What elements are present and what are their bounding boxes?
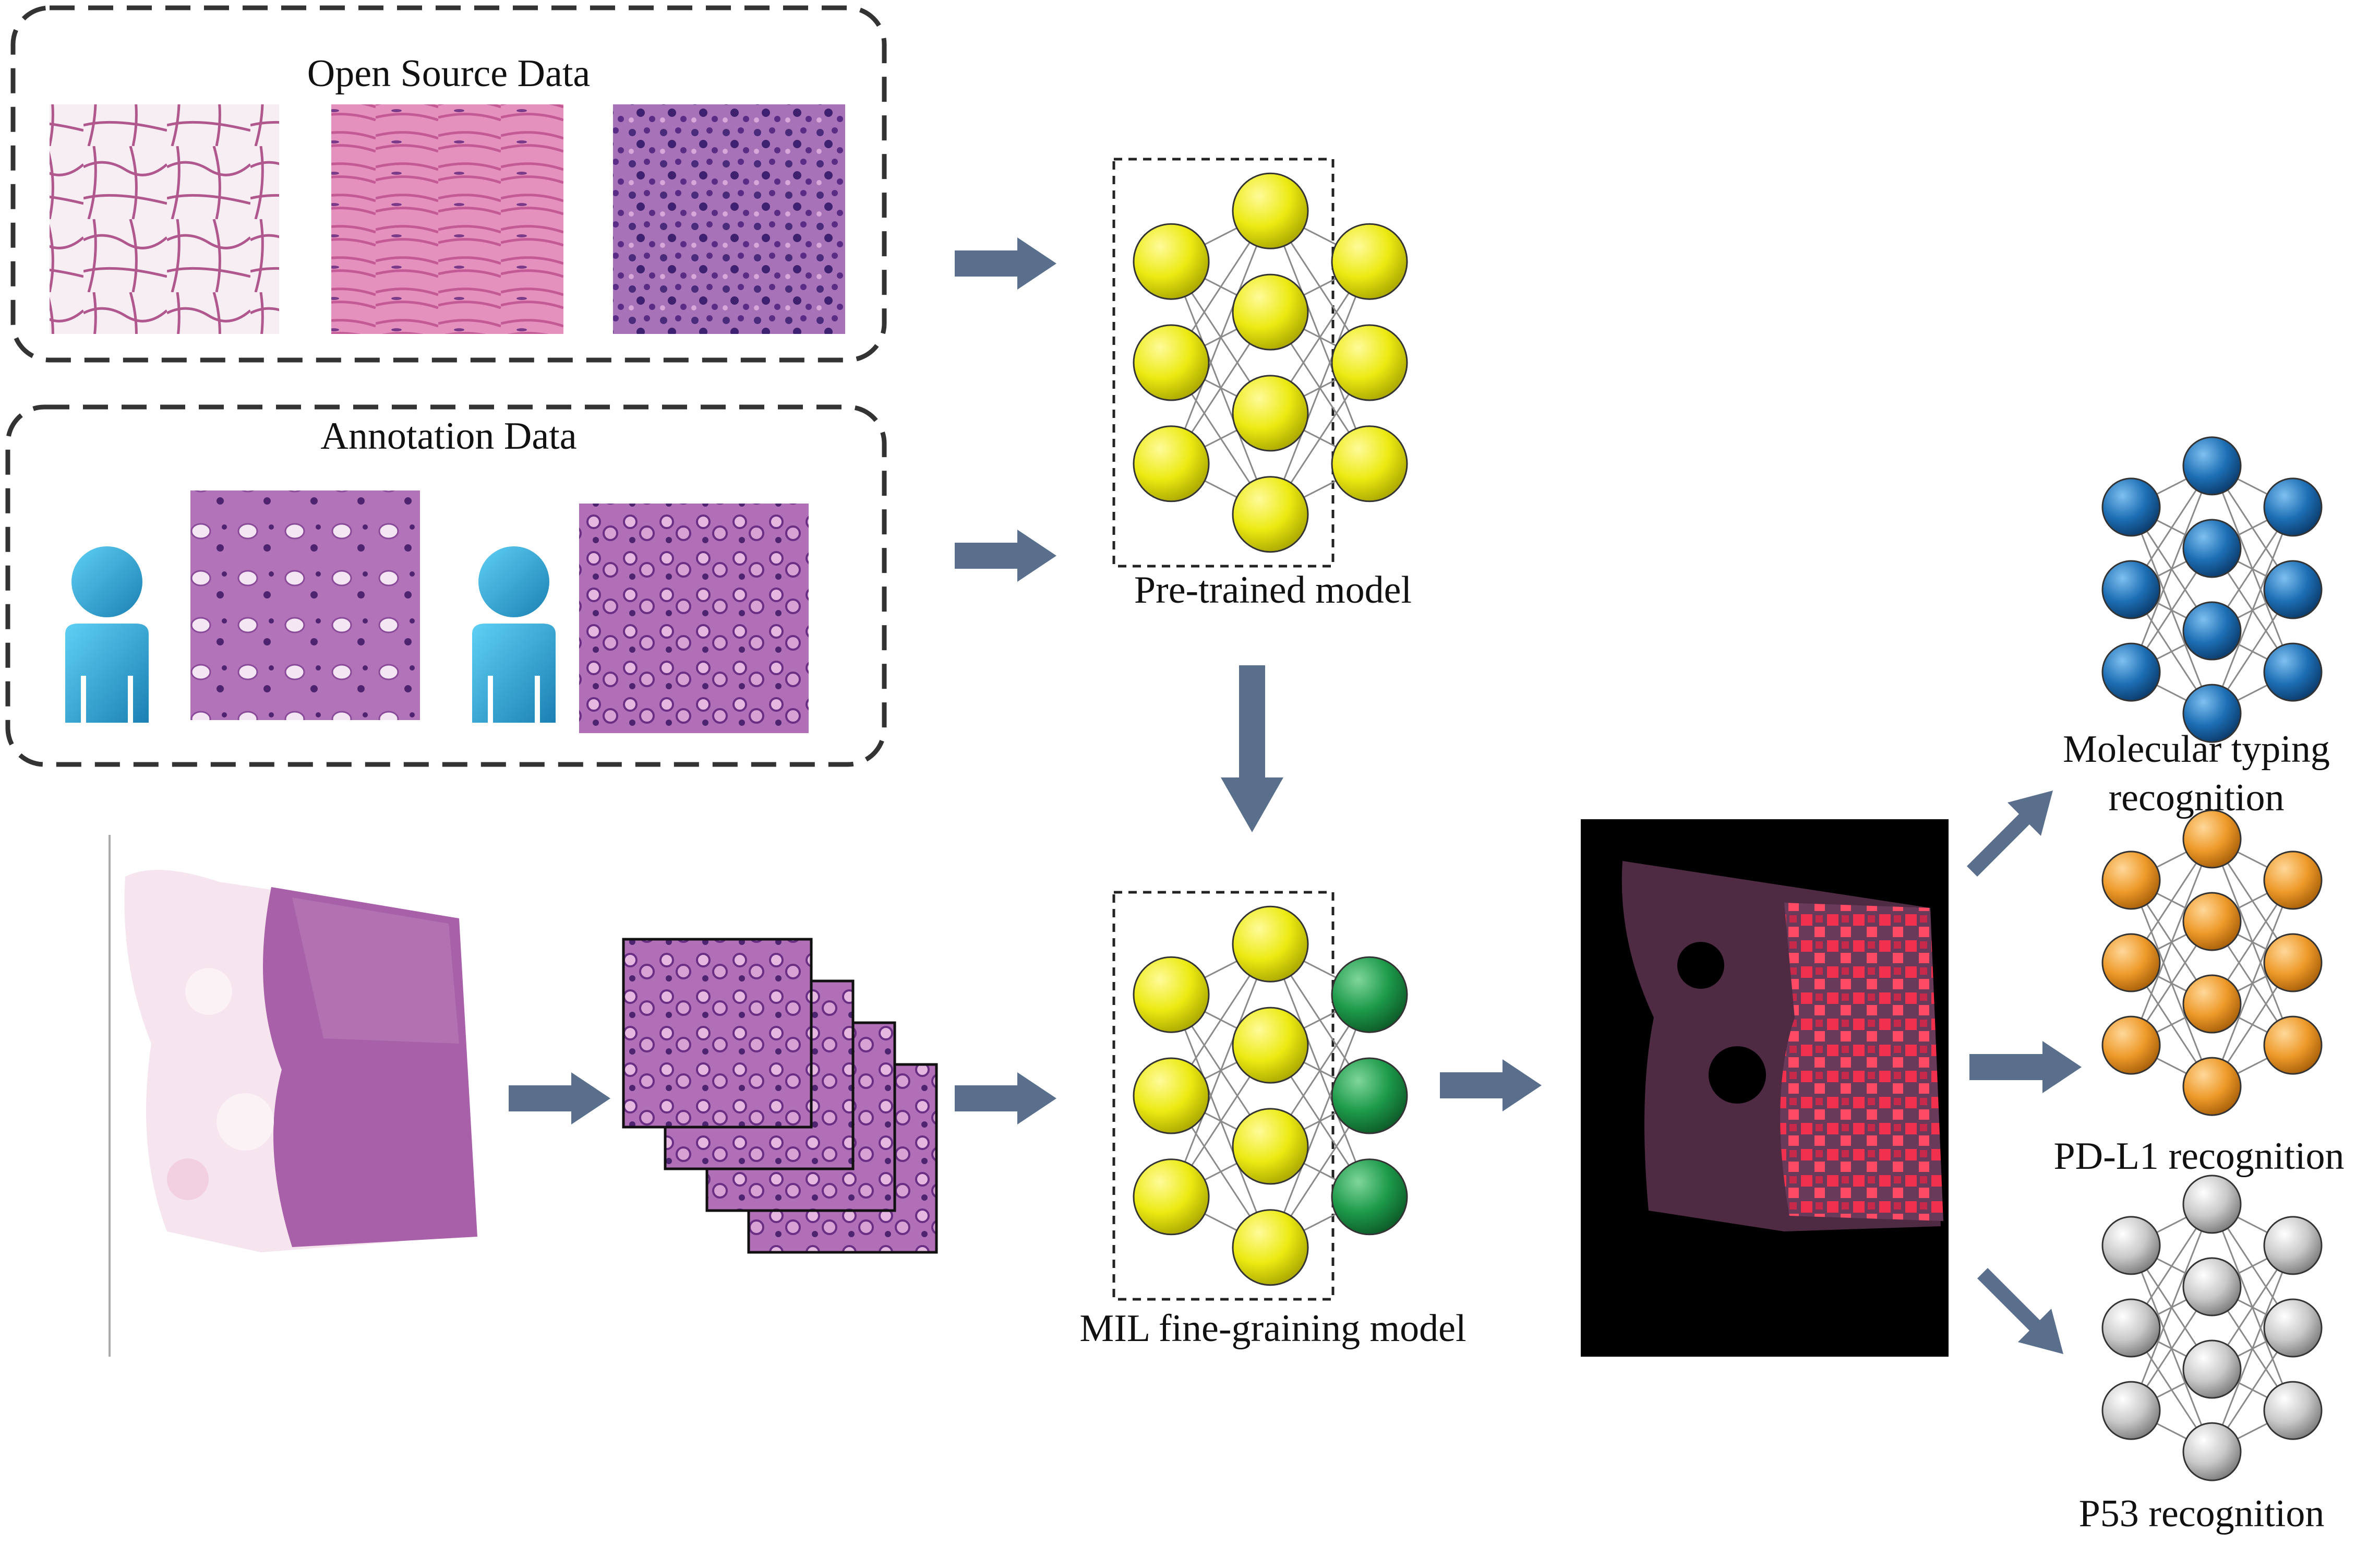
network-node: [1133, 956, 1210, 1033]
network-node: [2263, 477, 2323, 537]
person-icon: [65, 546, 149, 723]
network-node: [1331, 956, 1408, 1033]
network-node: [1331, 1158, 1408, 1236]
network-node: [2101, 1015, 2161, 1075]
network-node: [2182, 809, 2242, 869]
tissue-patch-image: [190, 490, 420, 720]
tissue-patch-image: [331, 104, 563, 334]
network-edge: [2211, 1245, 2294, 1452]
molecular-typing-label: Molecular typing recognition: [2014, 725, 2379, 822]
network-node: [1232, 273, 1309, 351]
annotation-data-label: Annotation Data: [320, 415, 577, 458]
tissue-patch-image: [50, 104, 279, 334]
network-node: [1232, 476, 1309, 553]
network-graph: [2101, 436, 2323, 743]
network-node: [2101, 477, 2161, 537]
network-node: [2263, 933, 2323, 992]
open-source-data-box: [10, 5, 887, 363]
person-icon: [472, 546, 556, 723]
pretrained-model-label: Pre-trained model: [1134, 569, 1412, 612]
network-graph: [1133, 905, 1408, 1286]
network-node: [1232, 905, 1309, 983]
network-node: [1331, 324, 1408, 401]
network-node: [2182, 1057, 2242, 1116]
network-node: [2263, 642, 2323, 702]
tissue-patch-image: [579, 504, 809, 733]
molecular-typing-line1: Molecular typing: [2063, 728, 2330, 771]
network-node: [1232, 375, 1309, 452]
neural-network-icon: [1133, 172, 2323, 1481]
network-edge: [2130, 839, 2213, 1046]
arrow-icon: [509, 237, 2082, 1354]
network-node: [1331, 425, 1408, 502]
pdl1-label: PD-L1 recognition: [2053, 1135, 2345, 1178]
network-graph: [1133, 172, 1408, 553]
network-node: [2263, 1015, 2323, 1075]
annotation-data-box: [5, 404, 887, 767]
network-node: [2101, 851, 2161, 910]
mil-model-frame: [1112, 891, 1335, 1301]
network-node: [2182, 436, 2242, 496]
network-node: [2263, 1216, 2323, 1275]
network-edge: [1269, 994, 1371, 1248]
network-node: [1331, 1057, 1408, 1134]
network-node: [2101, 560, 2161, 619]
network-edge: [2130, 1204, 2213, 1411]
molecular-typing-line2: recognition: [2108, 776, 2285, 819]
network-node: [2101, 642, 2161, 702]
network-node: [2263, 1298, 2323, 1358]
pretrained-model-frame: [1112, 158, 1335, 568]
network-node: [2101, 1216, 2161, 1275]
network-edge: [2130, 465, 2213, 673]
network-node: [1331, 223, 1408, 300]
network-node: [2182, 974, 2242, 1034]
network-node: [1232, 1209, 1309, 1286]
tissue-patch-image: [613, 104, 845, 334]
network-node: [2182, 892, 2242, 951]
network-node: [2263, 560, 2323, 619]
network-node: [2182, 519, 2242, 578]
network-node: [1232, 1108, 1309, 1185]
network-node: [2101, 933, 2161, 992]
mil-model-label: MIL fine-graining model: [1079, 1307, 1467, 1350]
network-node: [1232, 172, 1309, 249]
network-node: [2182, 601, 2242, 661]
network-node: [2263, 851, 2323, 910]
tissue-patch-image: [622, 938, 813, 1129]
network-node: [2182, 1339, 2242, 1399]
network-node: [2182, 1175, 2242, 1234]
network-graph: [2101, 1175, 2323, 1481]
network-node: [2101, 1298, 2161, 1358]
network-edge: [2211, 507, 2294, 714]
network-node: [2263, 1381, 2323, 1440]
network-node: [2182, 684, 2242, 743]
network-edge: [1269, 261, 1371, 515]
p53-label: P53 recognition: [2078, 1492, 2325, 1535]
network-edge: [2211, 880, 2294, 1087]
network-node: [1133, 425, 1210, 502]
open-source-data-label: Open Source Data: [307, 52, 591, 95]
network-node: [1133, 1057, 1210, 1134]
network-edge: [1170, 210, 1271, 464]
network-node: [2182, 1257, 2242, 1316]
network-node: [1133, 324, 1210, 401]
whole-slide-image: [124, 870, 477, 1252]
network-node: [2182, 1422, 2242, 1481]
network-node: [2101, 1381, 2161, 1440]
network-node: [1133, 1158, 1210, 1236]
network-edge: [1170, 943, 1271, 1198]
network-graph: [2101, 809, 2323, 1116]
network-node: [1133, 223, 1210, 300]
heatmap-image: [1581, 819, 1949, 1357]
network-node: [1232, 1007, 1309, 1084]
